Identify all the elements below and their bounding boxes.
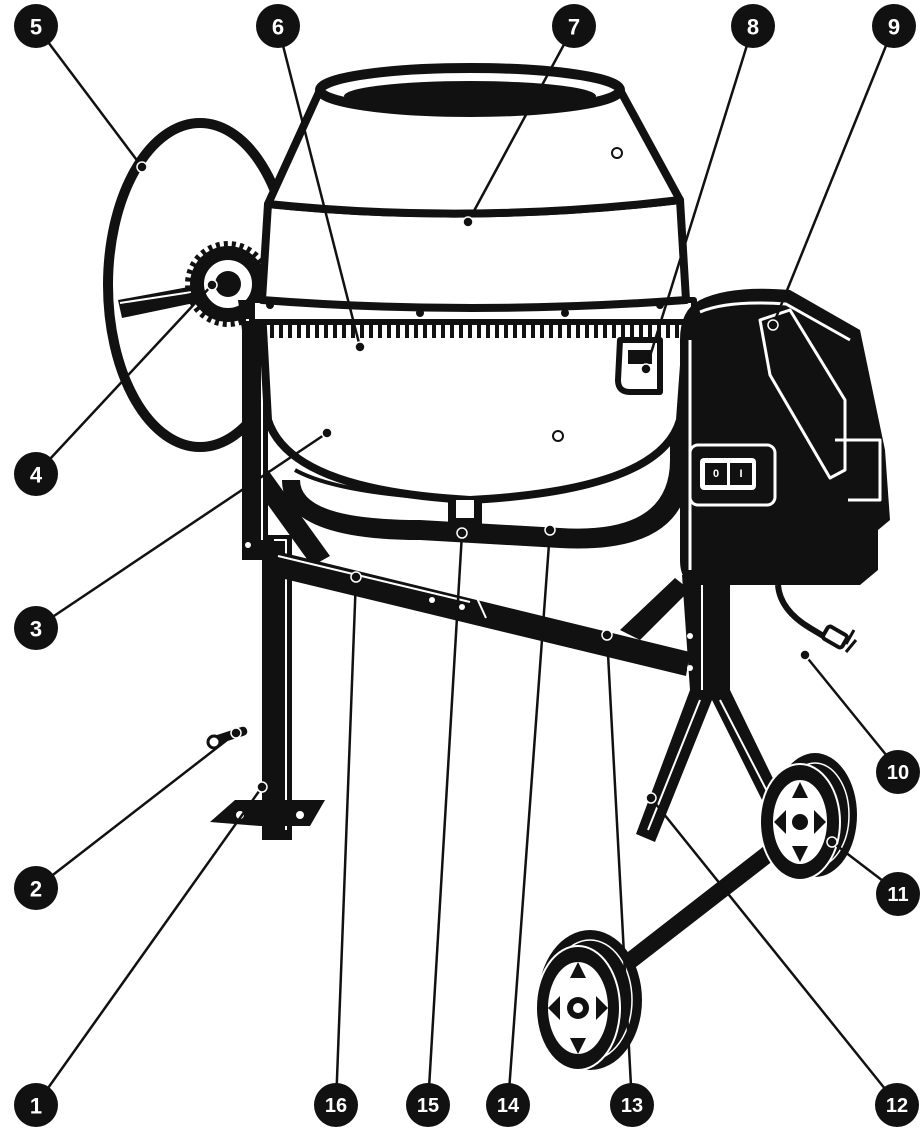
callout-16-label: 16 bbox=[325, 1095, 347, 1117]
callout-5-label: 5 bbox=[30, 15, 42, 40]
callout-16: 16 bbox=[314, 1083, 358, 1127]
callout-1: 1 bbox=[14, 1083, 58, 1127]
callout-3-label: 3 bbox=[30, 617, 42, 642]
callout-11-label: 11 bbox=[887, 884, 908, 906]
callout-4: 4 bbox=[14, 452, 58, 496]
callout-7-label: 7 bbox=[568, 15, 580, 40]
motor-housing: 0 I bbox=[680, 289, 890, 585]
callout-2: 2 bbox=[14, 866, 58, 910]
drum-cone bbox=[262, 68, 686, 308]
rear-wheel bbox=[760, 753, 857, 880]
callout-2-label: 2 bbox=[30, 877, 42, 902]
locking-pin bbox=[208, 726, 248, 748]
callout-15-label: 15 bbox=[417, 1095, 439, 1117]
callout-8-label: 8 bbox=[747, 15, 759, 40]
callout-9-label: 9 bbox=[888, 15, 900, 40]
callout-14: 14 bbox=[486, 1083, 530, 1127]
callout-12: 12 bbox=[875, 1083, 919, 1127]
callout-6: 6 bbox=[256, 4, 300, 48]
callout-12-label: 12 bbox=[886, 1095, 908, 1117]
svg-text:0: 0 bbox=[713, 468, 719, 480]
mixer-illustration: 0 I bbox=[108, 68, 890, 1070]
callout-7: 7 bbox=[552, 4, 596, 48]
svg-text:I: I bbox=[739, 468, 742, 480]
callout-5: 5 bbox=[14, 4, 58, 48]
crossbar bbox=[268, 550, 690, 676]
callout-13: 13 bbox=[610, 1083, 654, 1127]
callout-14-label: 14 bbox=[497, 1095, 520, 1117]
callout-11: 11 bbox=[876, 872, 920, 916]
callout-9: 9 bbox=[872, 4, 916, 48]
callout-10: 10 bbox=[876, 750, 920, 794]
callout-4-label: 4 bbox=[30, 463, 43, 488]
callout-10-label: 10 bbox=[887, 762, 909, 784]
callout-1-label: 1 bbox=[30, 1094, 42, 1119]
callout-8: 8 bbox=[731, 4, 775, 48]
callout-3: 3 bbox=[14, 606, 58, 650]
callout-6-label: 6 bbox=[272, 15, 284, 40]
callout-15: 15 bbox=[406, 1083, 450, 1127]
power-cord bbox=[778, 585, 856, 652]
callout-13-label: 13 bbox=[621, 1095, 643, 1117]
base-plate bbox=[210, 800, 325, 826]
